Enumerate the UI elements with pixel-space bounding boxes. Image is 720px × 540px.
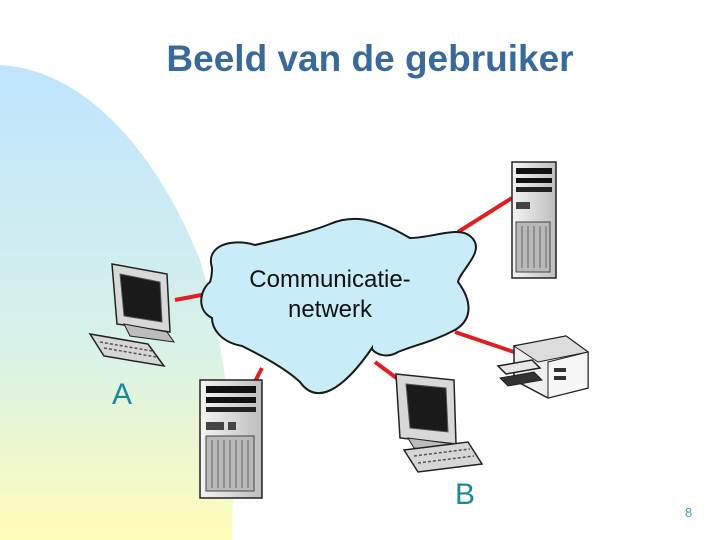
network-label: Communicatie- netwerk (245, 265, 415, 325)
tower-server-icon (199, 379, 263, 499)
network-cloud (200, 217, 477, 395)
network-label-line1: Communicatie- (249, 266, 411, 293)
node-label-a: A (112, 378, 133, 411)
slide-title: Beeld van de gebruiker (166, 38, 574, 79)
desktop-computer-icon (395, 373, 484, 473)
desktop-computer-icon (88, 263, 176, 368)
link-server-top (456, 196, 514, 234)
node-label-b: B (455, 478, 476, 511)
tower-server-icon (511, 161, 557, 279)
link-printer (454, 330, 515, 354)
network-label-line2: netwerk (287, 296, 373, 323)
printer-icon (496, 335, 590, 399)
page-number: 8 (685, 505, 693, 520)
